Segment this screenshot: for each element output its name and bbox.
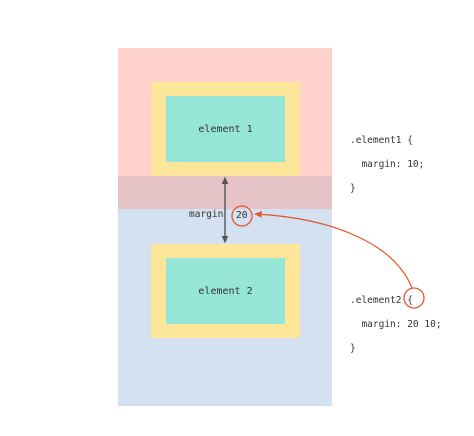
element2-css-code: .element2 { margin: 20 10; } bbox=[350, 283, 442, 367]
curved-annotation-arrow bbox=[254, 210, 413, 289]
margin-value-circle bbox=[231, 205, 253, 227]
element2-code-margin-value: 20 bbox=[407, 319, 419, 330]
code-value-circle bbox=[403, 287, 425, 309]
element2-code-line3: } bbox=[350, 343, 356, 354]
element2-content: element 2 bbox=[166, 258, 285, 324]
element2-code-line2-prefix: margin: bbox=[350, 319, 408, 330]
element1-label: element 1 bbox=[198, 123, 253, 135]
margin-label: margin bbox=[189, 209, 224, 220]
element1-css-code: .element1 { margin: 10; } bbox=[350, 123, 424, 207]
element1-code-line1: .element1 { bbox=[350, 135, 413, 146]
element1-content: element 1 bbox=[166, 96, 285, 162]
margin-value: 20 bbox=[236, 210, 248, 221]
element1-code-line2: margin: 10; bbox=[350, 159, 425, 170]
element1-code-line3: } bbox=[350, 183, 356, 194]
element2-code-line2-suffix: 10; bbox=[418, 319, 442, 330]
element2-label: element 2 bbox=[198, 285, 253, 297]
element2-code-line2: margin: 20 10; bbox=[350, 319, 442, 331]
element2-code-line1: .element2 { bbox=[350, 295, 413, 306]
